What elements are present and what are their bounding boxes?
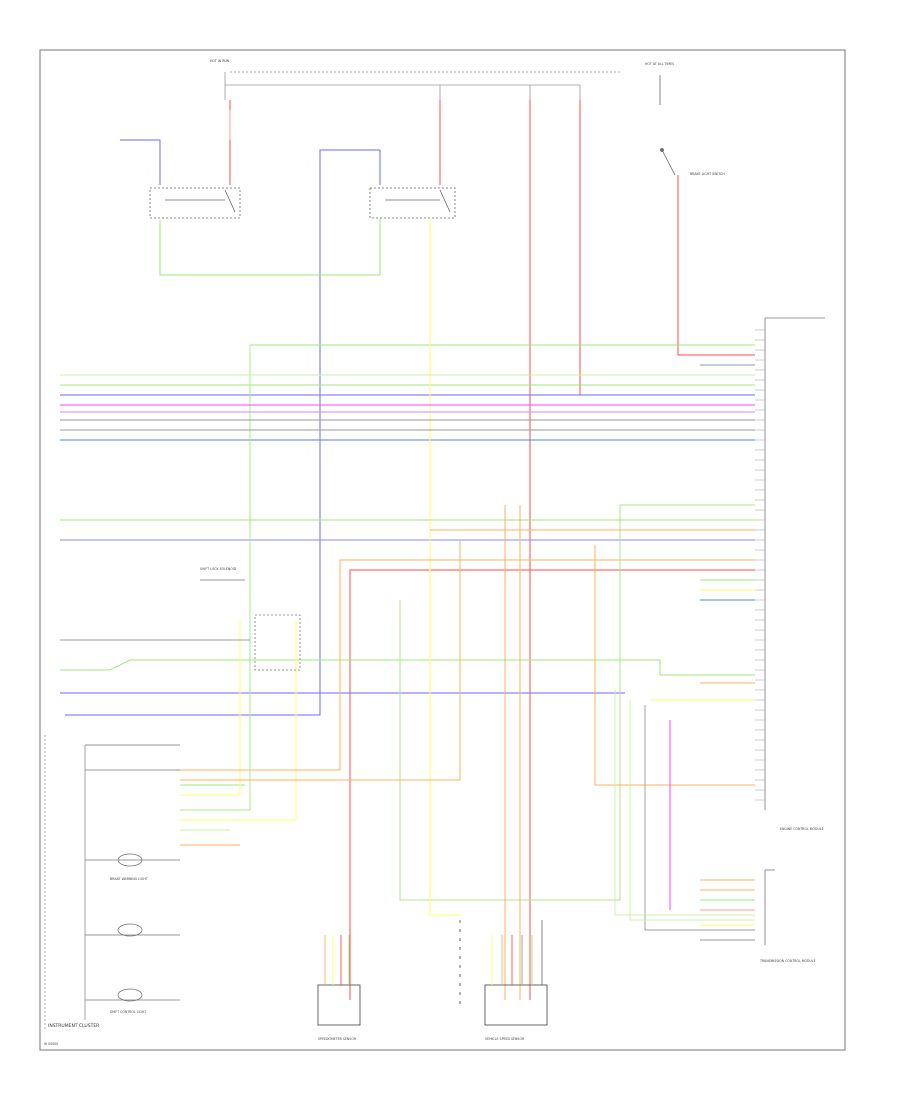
yellow-wires [180,218,755,916]
brake-light-switch [659,75,676,176]
pcm-label: ENGINE CONTROL MODULE [780,827,824,831]
hot-at-all-times-label: HOT AT ALL TIMES [645,62,674,66]
vehicle-speed-sensor-label: VEHICLE SPEED SENSOR [485,1037,525,1041]
speedometer-sensor-label: SPEEDOMETER SENSOR [318,1037,357,1041]
gray-wires [60,419,755,1020]
relay-middle [369,187,456,219]
cluster-lamps [117,853,143,1002]
shift-lock-label: SHIFT LOCK SOLENOID [200,567,237,571]
hot-in-run-label: HOT IN RUN [210,59,230,63]
blue-wires [60,139,755,716]
vehicle-speed-sensor [459,920,548,1026]
green-wires [60,218,755,901]
pale-wires [60,374,755,921]
orange-wires [180,505,755,1000]
shift-lock-solenoid [200,579,301,671]
tcm-connector [764,317,825,945]
tcm-bottom-wires [700,879,755,941]
shift-control-label: SHIFT CONTROL LIGHT [110,1010,146,1014]
corner-code: W 00000 [44,1042,58,1046]
brake-warning-label: BRAKE WARNING LIGHT [110,877,148,881]
tcm-label: TRANSMISSION CONTROL MODULE [759,959,816,963]
brake-light-switch-label: BRAKE LIGHT SWITCH [690,172,725,176]
fuse-bus [224,71,620,100]
instrument-cluster-label: INSTRUMENT CLUSTER [48,1023,99,1029]
speedometer-sensor [317,935,361,1026]
relay-left [149,187,241,219]
red-wires [229,100,755,1000]
tcm-pin-ticks [755,329,765,801]
tcm-top-stubs [700,364,755,684]
diagram-frame [39,49,846,1051]
magenta-wires [60,404,755,910]
